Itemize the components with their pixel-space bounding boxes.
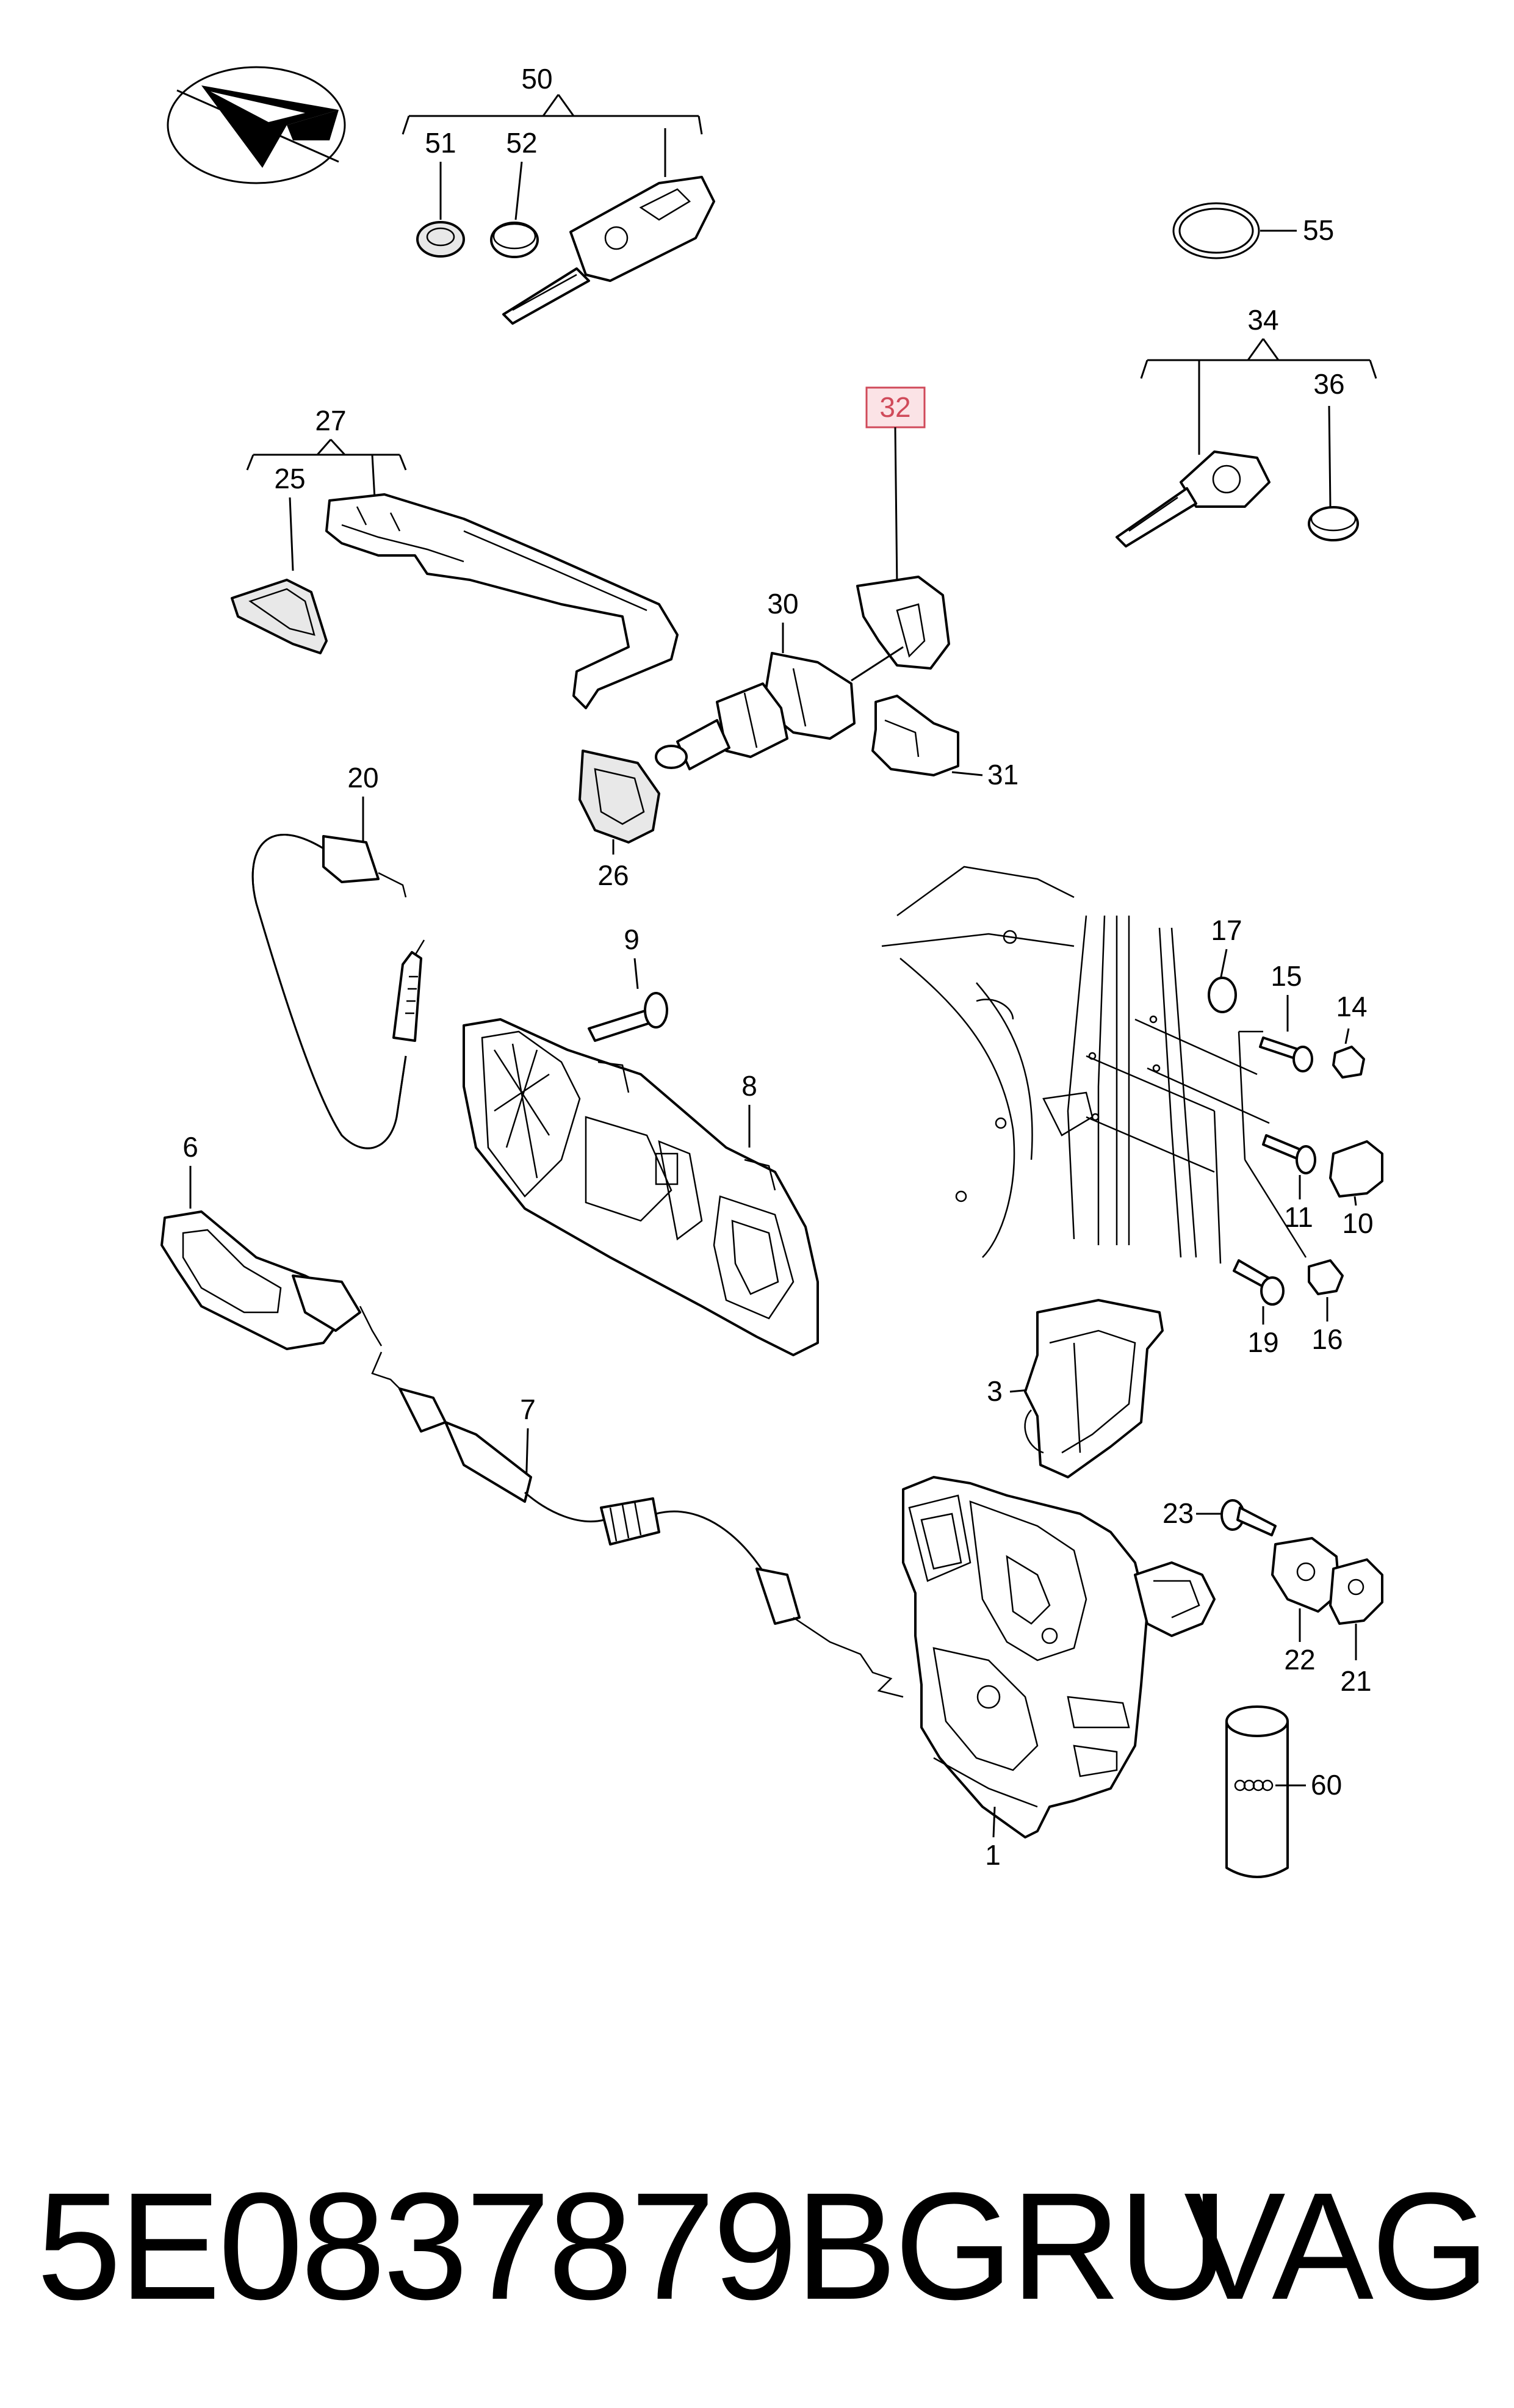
cover-plate-part bbox=[1329, 1558, 1383, 1625]
part-label-60: 60 bbox=[1311, 1769, 1342, 1801]
paper-plane-compass-icon bbox=[167, 66, 346, 184]
part-group-1: 1 bbox=[902, 1476, 1216, 1871]
part-label-27: 27 bbox=[315, 405, 346, 436]
bolt-part bbox=[1259, 1036, 1313, 1072]
bolt-cover-part bbox=[1329, 1140, 1383, 1198]
part-group-50: 50 51 52 bbox=[402, 63, 715, 325]
part-group-6: 6 bbox=[160, 1131, 383, 1350]
door-lock-actuator-part bbox=[902, 1476, 1216, 1839]
inner-door-handle-part bbox=[160, 1210, 383, 1350]
part-label-21: 21 bbox=[1340, 1665, 1371, 1697]
bolt-part bbox=[1262, 1134, 1316, 1174]
part-label-8: 8 bbox=[741, 1070, 757, 1102]
o-ring-part bbox=[1172, 202, 1260, 259]
part-group-34: 34 36 bbox=[1116, 304, 1377, 548]
part-label-20: 20 bbox=[347, 762, 378, 794]
part-label-6: 6 bbox=[182, 1131, 198, 1163]
part-group-30: 30 bbox=[655, 588, 856, 770]
part-label-32: 32 bbox=[879, 391, 910, 423]
battery-holder-part bbox=[416, 221, 465, 258]
door-frame-outline bbox=[881, 866, 1307, 1264]
part-label-30: 30 bbox=[767, 588, 798, 620]
part-label-55: 55 bbox=[1303, 214, 1334, 246]
striker-plate-part bbox=[1271, 1537, 1341, 1613]
grease-tube-part bbox=[1225, 1705, 1289, 1878]
part-label-31: 31 bbox=[987, 759, 1018, 790]
part-label-36: 36 bbox=[1313, 368, 1344, 400]
part-group-8: 8 bbox=[463, 1018, 819, 1356]
part-label-51: 51 bbox=[425, 127, 456, 159]
part-label-9: 9 bbox=[624, 924, 640, 955]
part-group-19: 19 bbox=[1233, 1259, 1285, 1358]
handle-gasket-part bbox=[231, 579, 328, 654]
part-label-3: 3 bbox=[987, 1375, 1003, 1407]
part-group-21: 21 bbox=[1329, 1558, 1383, 1697]
part-label-26: 26 bbox=[597, 859, 629, 891]
cap-part bbox=[1332, 1046, 1365, 1079]
part-code-text: 5E0837879BGRU bbox=[37, 2161, 1228, 2331]
part-label-34: 34 bbox=[1247, 304, 1278, 336]
part-label-11: 11 bbox=[1284, 1201, 1313, 1233]
part-label-16: 16 bbox=[1311, 1323, 1343, 1355]
part-group-16: 16 bbox=[1308, 1259, 1344, 1355]
part-label-10: 10 bbox=[1342, 1207, 1373, 1239]
spare-key-part bbox=[1116, 450, 1271, 548]
part-group-55: 55 bbox=[1172, 202, 1334, 259]
part-label-50: 50 bbox=[521, 63, 552, 95]
part-label-22: 22 bbox=[1284, 1644, 1315, 1676]
part-label-52: 52 bbox=[506, 127, 537, 159]
brand-text: VAG bbox=[1184, 2161, 1490, 2331]
screw-part bbox=[1220, 1499, 1277, 1536]
part-label-15: 15 bbox=[1271, 960, 1302, 992]
remote-key-part bbox=[502, 176, 715, 325]
part-group-60: 60 bbox=[1225, 1705, 1342, 1878]
cap-bracket-part bbox=[856, 576, 950, 670]
screw-part bbox=[588, 992, 668, 1042]
part-group-3: 3 bbox=[987, 1299, 1164, 1478]
release-cable-part bbox=[251, 834, 425, 1149]
part-group-27: 27 25 bbox=[231, 405, 679, 709]
part-label-23: 23 bbox=[1163, 1497, 1194, 1529]
lock-bracket-part bbox=[1024, 1299, 1164, 1478]
outer-door-handle-part bbox=[325, 493, 679, 709]
part-group-32: 32 bbox=[851, 386, 950, 682]
highlight-box-32 bbox=[865, 386, 926, 428]
part-group-22: 22 bbox=[1271, 1537, 1341, 1676]
lock-cylinder-part bbox=[655, 652, 856, 770]
part-group-14: 14 bbox=[1332, 991, 1368, 1079]
part-group-20: 20 bbox=[251, 762, 425, 1149]
part-group-9: 9 bbox=[588, 924, 668, 1042]
part-group-15: 15 bbox=[1259, 960, 1313, 1072]
sealing-plug-part bbox=[1308, 1259, 1344, 1295]
part-group-23: 23 bbox=[1163, 1497, 1277, 1536]
part-group-31: 31 bbox=[871, 695, 1018, 790]
part-label-25: 25 bbox=[274, 463, 305, 494]
part-label-7: 7 bbox=[520, 1394, 536, 1425]
handle-carrier-part bbox=[463, 1018, 819, 1356]
part-group-10: 10 bbox=[1329, 1140, 1383, 1239]
part-group-7: 7 bbox=[371, 1351, 904, 1698]
screw-part bbox=[1233, 1259, 1285, 1306]
part-group-11: 11 bbox=[1262, 1134, 1316, 1233]
part-label-14: 14 bbox=[1336, 991, 1367, 1022]
part-label-1: 1 bbox=[985, 1839, 1001, 1871]
part-group-26: 26 bbox=[579, 750, 660, 891]
part-label-17: 17 bbox=[1211, 914, 1242, 946]
cylinder-gasket-part bbox=[579, 750, 660, 844]
part-group-17: 17 bbox=[1208, 914, 1242, 1013]
part-label-19: 19 bbox=[1247, 1326, 1278, 1358]
opening-cable-part bbox=[371, 1351, 904, 1698]
battery-cell-part bbox=[490, 222, 539, 258]
sealing-plug-part bbox=[1208, 977, 1237, 1013]
